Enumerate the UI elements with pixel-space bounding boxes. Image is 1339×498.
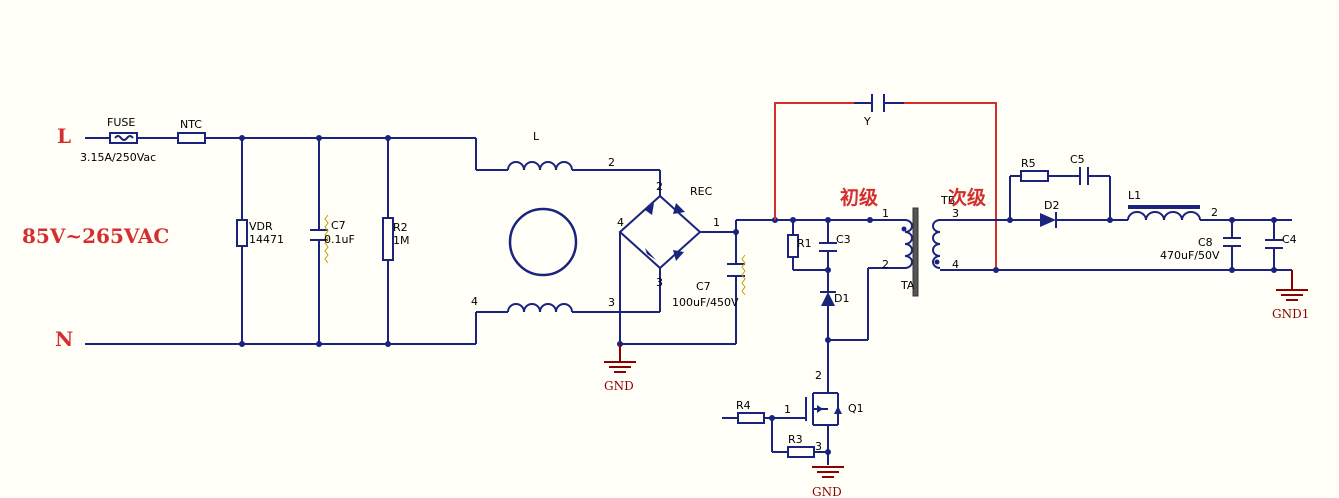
input-wiring bbox=[85, 137, 508, 345]
gate-pulldown-resistor-symbol bbox=[787, 446, 815, 458]
output-capacitor-value-label: 470uF/50V bbox=[1160, 249, 1220, 262]
mosfet-label: Q1 bbox=[848, 402, 864, 415]
transformer-primary-pin-2: 2 bbox=[882, 258, 889, 271]
junction-dot bbox=[316, 135, 322, 141]
gate-resistor-symbol bbox=[737, 412, 765, 424]
x-capacitor-symbol bbox=[310, 214, 329, 264]
ground-label-switch: GND bbox=[812, 485, 842, 498]
output-diode-label: D2 bbox=[1044, 199, 1059, 212]
filter-capacitor-label: C4 bbox=[1282, 233, 1297, 246]
gate-resistor-label: R4 bbox=[736, 399, 751, 412]
output-snubber-capacitor-label: C5 bbox=[1070, 153, 1085, 166]
ntc-symbol bbox=[177, 132, 206, 144]
common-mode-choke-symbol bbox=[507, 161, 578, 313]
bleeder-resistor-label: R2 bbox=[393, 221, 408, 234]
rectifier-pin-3-in: 3 bbox=[656, 276, 663, 289]
junction-dot bbox=[385, 135, 391, 141]
output-capacitor-label: C8 bbox=[1198, 236, 1213, 249]
bleeder-resistor-symbol bbox=[382, 217, 394, 261]
mosfet-pin-3: 3 bbox=[815, 440, 822, 453]
snubber-capacitor-label: C3 bbox=[836, 233, 851, 246]
bleeder-resistor-value-label: 1M bbox=[393, 234, 410, 247]
choke-pin-4: 4 bbox=[471, 295, 478, 308]
rectifier-pin-2: 2 bbox=[656, 180, 663, 193]
ground-symbol-switch bbox=[812, 466, 844, 478]
junction-dot bbox=[385, 341, 391, 347]
output-diode-symbol bbox=[1040, 212, 1057, 228]
vdr-value-label: 14471 bbox=[249, 233, 284, 246]
rectifier-label: REC bbox=[690, 185, 713, 198]
neutral-label: N bbox=[55, 327, 73, 351]
mosfet-symbol bbox=[805, 392, 842, 426]
bulk-capacitor-symbol bbox=[727, 254, 746, 296]
choke-label: L bbox=[533, 130, 540, 143]
ntc-label: NTC bbox=[180, 118, 202, 131]
transformer-primary-pin-1: 1 bbox=[882, 207, 889, 220]
output-inductor-label: L1 bbox=[1128, 189, 1141, 202]
junction-dot bbox=[316, 341, 322, 347]
transformer-secondary-label: TB bbox=[940, 194, 955, 207]
ground-label-secondary: GND1 bbox=[1272, 307, 1309, 321]
snubber-resistor-label: R1 bbox=[797, 237, 812, 250]
ground-label-primary: GND bbox=[604, 379, 634, 393]
ground-symbol-primary bbox=[604, 344, 636, 373]
choke-pin-2: 2 bbox=[608, 156, 615, 169]
junction-dot bbox=[239, 135, 245, 141]
fuse-label: FUSE bbox=[107, 116, 135, 129]
junction-dot bbox=[733, 229, 739, 235]
bulk-capacitor-value-label: 100uF/450V bbox=[672, 296, 739, 309]
bridge-rectifier-symbol bbox=[618, 170, 736, 344]
y-capacitor-bridge bbox=[774, 94, 997, 270]
x-capacitor-label: C7 bbox=[331, 219, 346, 232]
fuse-symbol bbox=[109, 132, 138, 144]
output-snubber-resistor-label: R5 bbox=[1021, 157, 1036, 170]
junction-dot bbox=[239, 341, 245, 347]
junction-dot bbox=[993, 267, 999, 273]
junction-dot bbox=[1107, 217, 1113, 223]
rectifier-pin-1: 1 bbox=[713, 216, 720, 229]
rectifier-pin-4: 4 bbox=[617, 216, 624, 229]
fuse-rating-label: 3.15A/250Vac bbox=[80, 151, 156, 164]
transformer-primary-label: TA bbox=[900, 279, 915, 292]
vdr-symbol bbox=[236, 219, 248, 247]
transformer-secondary-pin-3: 3 bbox=[952, 207, 959, 220]
snubber-diode-label: D1 bbox=[834, 292, 849, 305]
output-inductor-pin-2: 2 bbox=[1211, 206, 1218, 219]
mosfet-pin-2: 2 bbox=[815, 369, 822, 382]
y-capacitor-label: Y bbox=[863, 115, 871, 128]
line-label: L bbox=[57, 124, 71, 148]
secondary-side-label: 次级 bbox=[948, 186, 986, 209]
bulk-capacitor-label: C7 bbox=[696, 280, 711, 293]
vdr-label: VDR bbox=[249, 220, 273, 233]
voltage-range-label: 85V~265VAC bbox=[22, 224, 169, 248]
ground-symbol-secondary bbox=[1276, 270, 1308, 301]
primary-side-label: 初级 bbox=[840, 186, 878, 209]
snubber-diode-symbol bbox=[820, 291, 836, 306]
x-capacitor-value-label: 0.1uF bbox=[324, 233, 355, 246]
junction-dot bbox=[825, 267, 831, 273]
mosfet-pin-1: 1 bbox=[784, 403, 791, 416]
gate-pulldown-resistor-label: R3 bbox=[788, 433, 803, 446]
junction-dot bbox=[867, 217, 873, 223]
output-snubber-resistor-symbol bbox=[1020, 170, 1049, 182]
transformer-secondary-pin-4: 4 bbox=[952, 258, 959, 271]
output-inductor-symbol bbox=[1127, 205, 1201, 221]
rectifier-pin-3: 3 bbox=[608, 296, 615, 309]
transformer-symbol bbox=[901, 207, 941, 297]
